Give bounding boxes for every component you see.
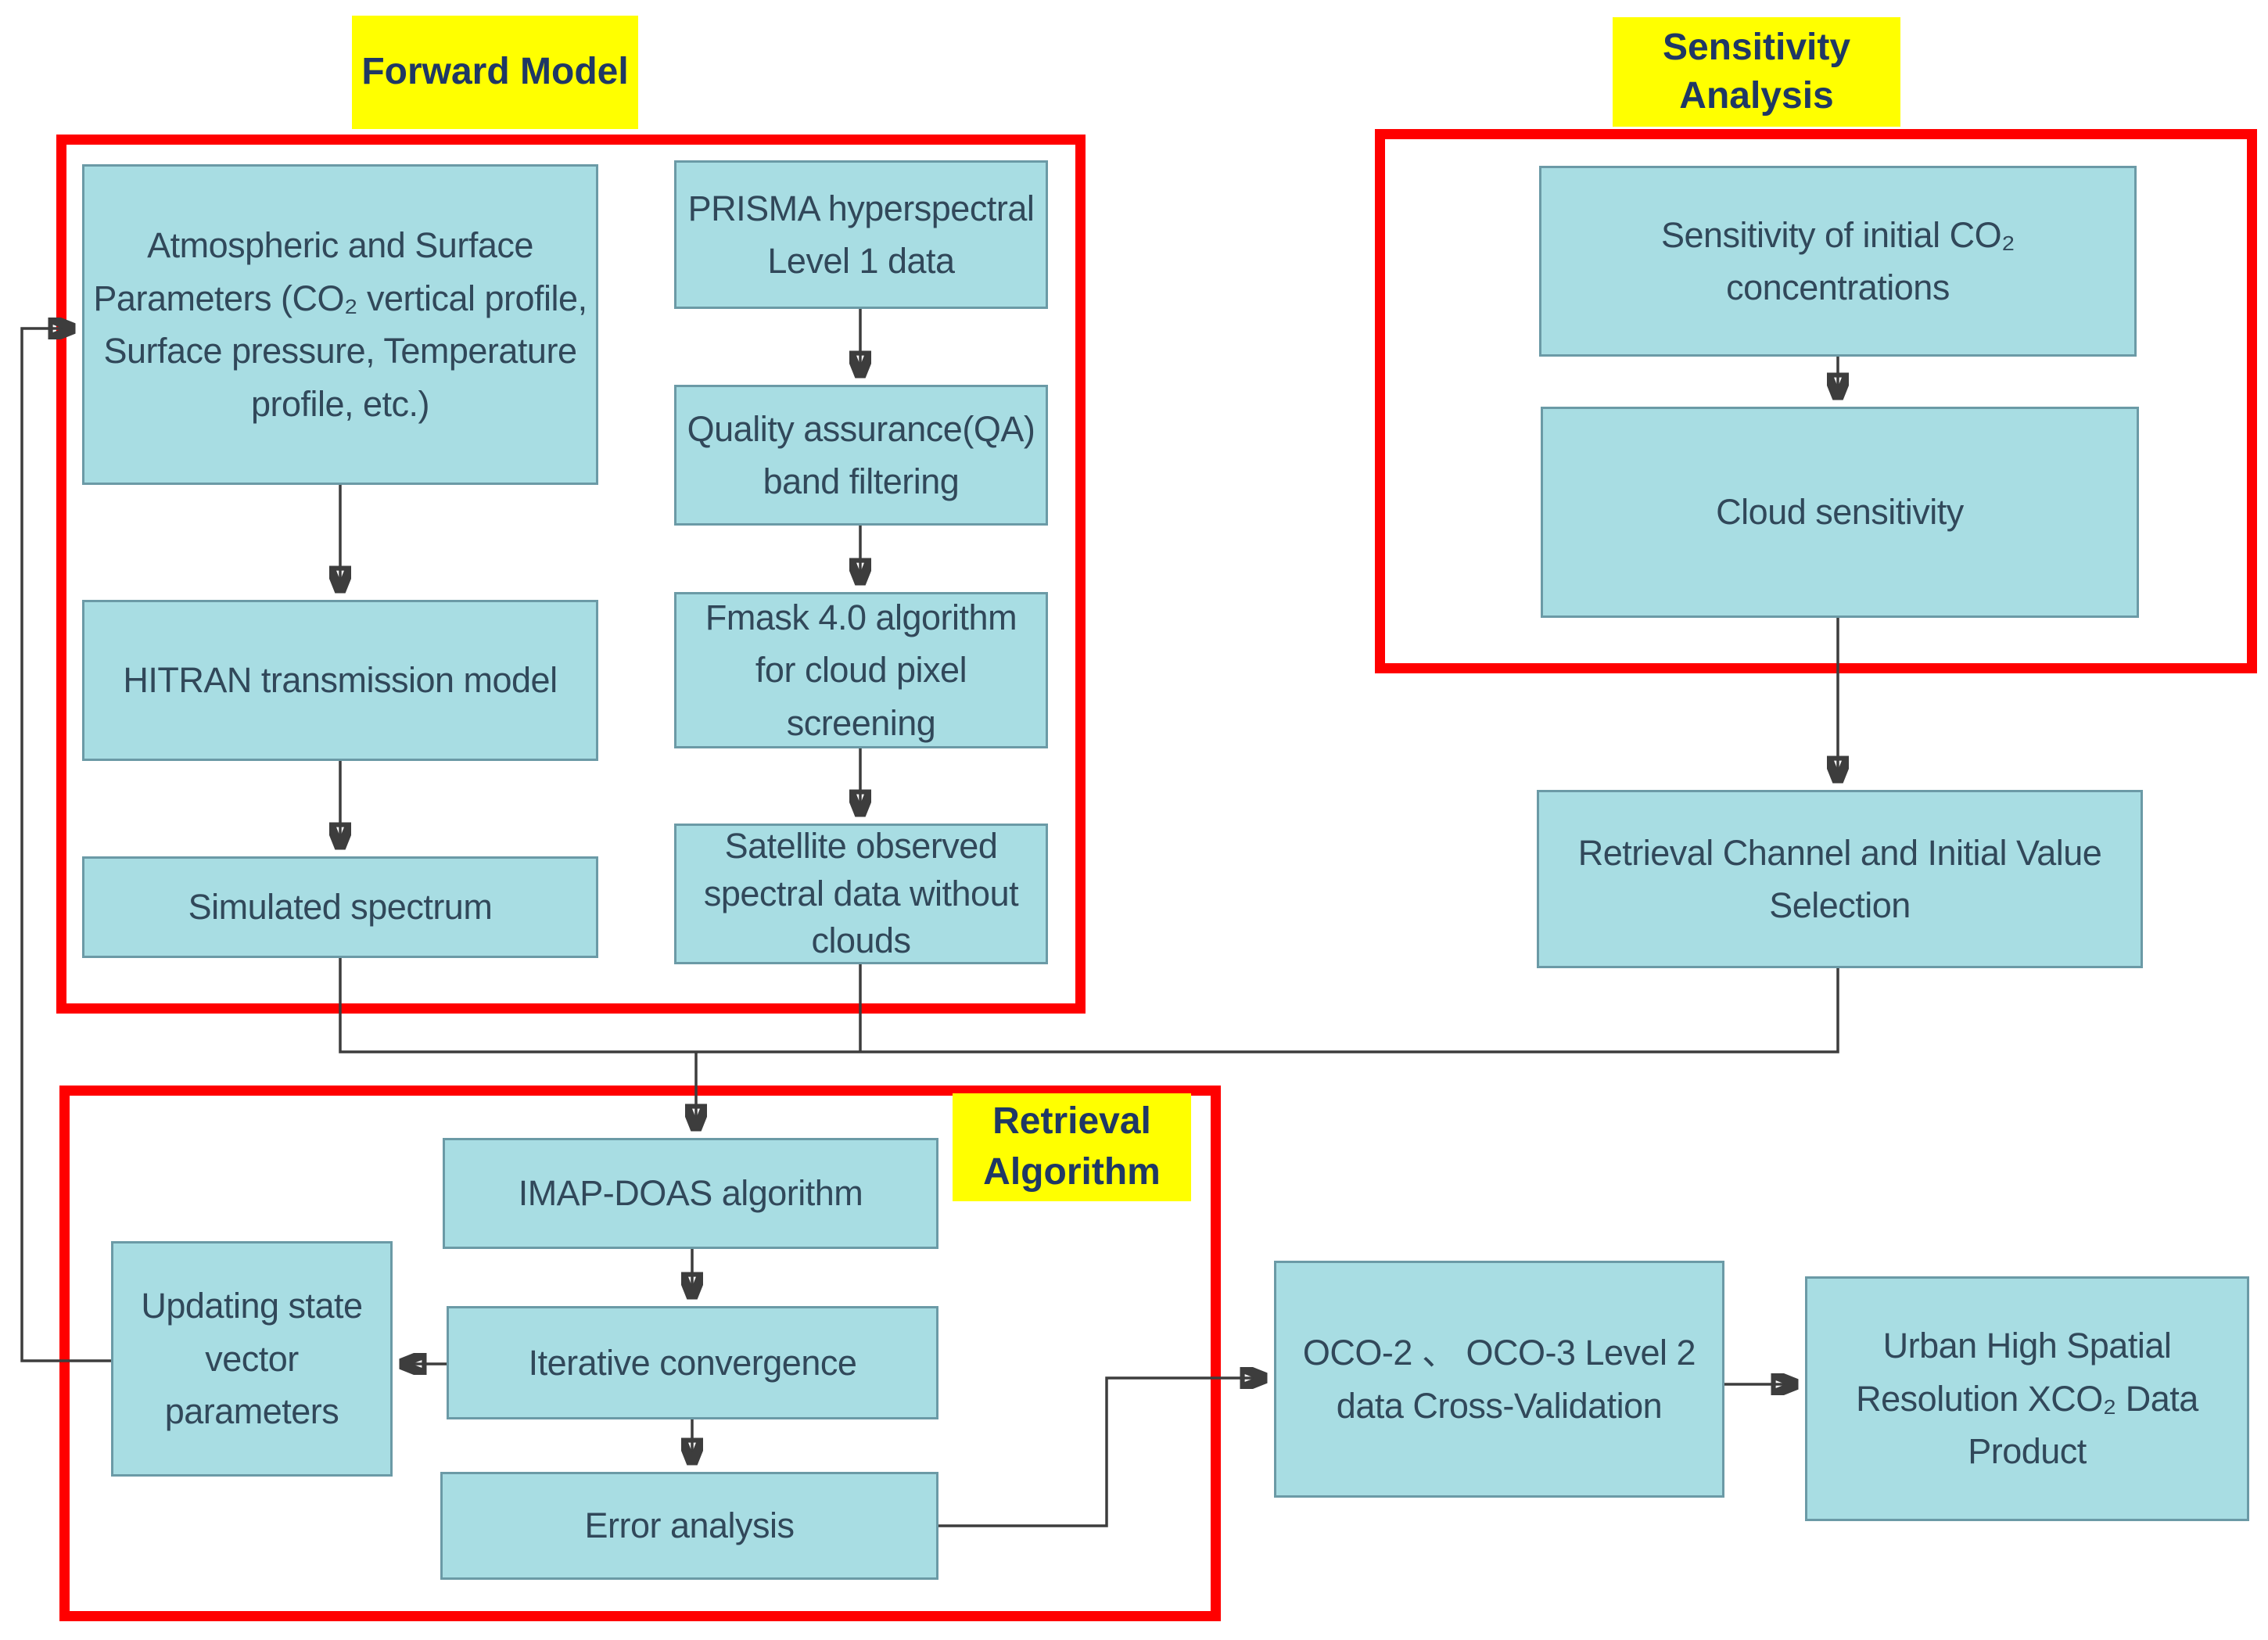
box-satellite-spectral-no-clouds: Satellite observed spectral data without…: [674, 824, 1048, 964]
box-retrieval-channel-initial-value: Retrieval Channel and Initial Value Sele…: [1537, 790, 2143, 968]
box-updating-state-vector-text: Updating state vector parameters: [141, 1286, 363, 1432]
retrieval-algorithm-label-line1: Retrieval: [992, 1100, 1151, 1143]
box-error-analysis: Error analysis: [440, 1472, 938, 1580]
retrieval-algorithm-label: Retrieval Algorithm: [953, 1093, 1191, 1201]
sensitivity-analysis-label-text: Sensitivity Analysis: [1662, 26, 1851, 117]
forward-model-label: Forward Model: [352, 16, 638, 129]
box-simulated-spectrum: Simulated spectrum: [82, 856, 598, 958]
box-sensitivity-initial-co2: Sensitivity of initial CO₂ concentration…: [1539, 166, 2137, 357]
box-imap-doas-algorithm: IMAP-DOAS algorithm: [443, 1138, 938, 1249]
box-satellite-spectral-no-clouds-text: Satellite observed spectral data without…: [703, 825, 1019, 961]
box-updating-state-vector: Updating state vector parameters: [111, 1241, 393, 1477]
box-qa-band-filtering-text: Quality assurance(QA) band filtering: [687, 408, 1035, 502]
box-fmask-cloud-screening: Fmask 4.0 algorithm for cloud pixel scre…: [674, 592, 1048, 748]
box-prisma-level1-data-text: PRISMA hyperspectral Level 1 data: [687, 188, 1035, 282]
box-error-analysis-text: Error analysis: [584, 1505, 795, 1546]
box-qa-band-filtering: Quality assurance(QA) band filtering: [674, 385, 1048, 526]
box-urban-xco2-product-text: Urban High Spatial Resolution XCO₂ Data …: [1856, 1326, 2198, 1472]
retrieval-algorithm-label-line2: Algorithm: [983, 1151, 1161, 1193]
box-retrieval-channel-initial-value-text: Retrieval Channel and Initial Value Sele…: [1577, 832, 2102, 926]
box-simulated-spectrum-text: Simulated spectrum: [188, 887, 493, 928]
box-sensitivity-initial-co2-text: Sensitivity of initial CO₂ concentration…: [1660, 214, 2015, 308]
box-oco-cross-validation: OCO-2 、 OCO-3 Level 2 data Cross-Validat…: [1274, 1261, 1724, 1498]
box-prisma-level1-data: PRISMA hyperspectral Level 1 data: [674, 160, 1048, 309]
box-atmospheric-surface-parameters: Atmospheric and Surface Parameters (CO₂ …: [82, 164, 598, 485]
box-cloud-sensitivity-text: Cloud sensitivity: [1716, 492, 1964, 533]
box-imap-doas-algorithm-text: IMAP-DOAS algorithm: [518, 1173, 863, 1214]
box-oco-cross-validation-text: OCO-2 、 OCO-3 Level 2 data Cross-Validat…: [1302, 1333, 1696, 1426]
box-urban-xco2-product: Urban High Spatial Resolution XCO₂ Data …: [1805, 1276, 2249, 1521]
sensitivity-analysis-label: Sensitivity Analysis: [1613, 17, 1900, 127]
box-atmospheric-surface-parameters-text: Atmospheric and Surface Parameters (CO₂ …: [93, 225, 587, 424]
box-iterative-convergence-text: Iterative convergence: [528, 1342, 857, 1383]
box-cloud-sensitivity: Cloud sensitivity: [1541, 407, 2139, 618]
sensitivity-analysis-group-frame: [1375, 129, 2257, 673]
box-fmask-cloud-screening-text: Fmask 4.0 algorithm for cloud pixel scre…: [705, 597, 1017, 743]
box-iterative-convergence: Iterative convergence: [447, 1306, 938, 1419]
forward-model-label-text: Forward Model: [361, 51, 629, 93]
box-hitran-transmission-model: HITRAN transmission model: [82, 600, 598, 761]
box-hitran-transmission-model-text: HITRAN transmission model: [123, 660, 558, 701]
